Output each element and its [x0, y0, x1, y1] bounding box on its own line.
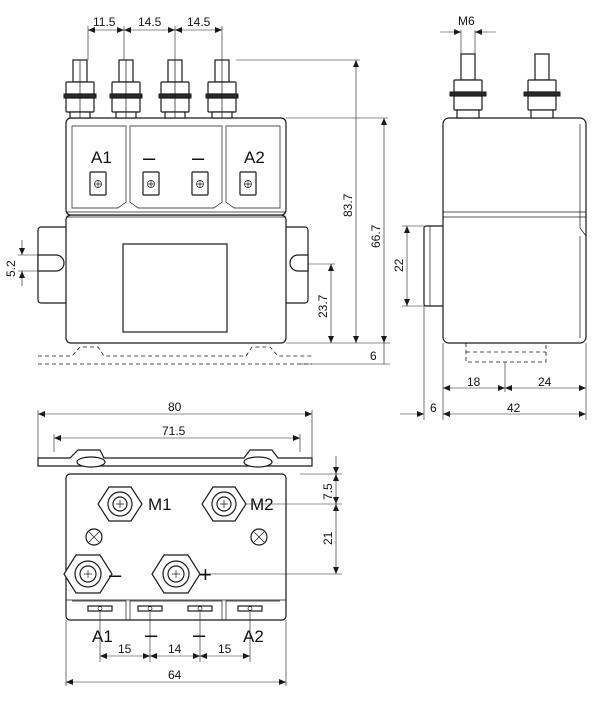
top-screw-right [250, 528, 268, 546]
top-label-m2: M2 [250, 495, 274, 514]
dim-pitch-2: 14.5 [138, 15, 162, 29]
front-view: A1 – – A2 11.5 14.5 14.5 83.7 66.7 23.7 … [4, 15, 390, 365]
top-width-dimensions: 80 71.5 [37, 400, 313, 458]
top-right-dimensions: 7.5 21 [200, 456, 342, 575]
top-label-neg2: – [193, 622, 206, 647]
top-label-a2: A2 [243, 627, 264, 646]
side-bracket-dimension: 22 [392, 225, 424, 307]
front-pitch-dimensions: 11.5 14.5 14.5 [87, 15, 223, 60]
side-stud-dimension: M6 [440, 14, 496, 54]
side-stud-1 [449, 53, 487, 119]
dim-slot-width: 5.2 [4, 260, 18, 277]
dim-pitch-1: 11.5 [93, 15, 116, 29]
top-terminal-plus [151, 554, 201, 594]
front-blade-terminal-4 [239, 171, 257, 196]
front-compartment-3 [225, 125, 281, 209]
top-label-a1: A1 [92, 627, 113, 646]
dim-left-part: 18 [467, 375, 481, 389]
top-label-minus: – [109, 562, 122, 587]
front-label-minus-2: – [192, 145, 205, 170]
front-compartment-1 [71, 125, 127, 209]
front-blade-terminal-3 [191, 171, 209, 196]
dim-hole-spacing: 71.5 [162, 424, 186, 438]
top-label-neg1: – [145, 622, 158, 647]
side-body [442, 117, 587, 344]
front-blade-terminal-1 [89, 171, 107, 196]
front-slot-dimension: 5.2 [4, 240, 44, 286]
dim-body-width: 64 [168, 668, 182, 682]
side-bottom-dimensions: 18 24 42 6 [400, 306, 587, 420]
top-bottom-dimensions: 15 14 15 64 [65, 612, 287, 686]
front-window [122, 243, 228, 333]
front-label-minus-1: – [143, 145, 156, 170]
dim-mount-height: 23.7 [316, 294, 330, 318]
top-label-plus: + [199, 562, 212, 587]
top-terminal-minus [63, 554, 113, 594]
dim-depth: 42 [507, 401, 521, 415]
side-foot-outline [465, 343, 547, 363]
side-view: M6 22 18 24 42 6 [392, 14, 587, 420]
dim-tab-pitch-1: 15 [118, 642, 132, 656]
dim-tab-pitch-3: 15 [218, 642, 232, 656]
dim-tab-pitch-2: 14 [168, 642, 182, 656]
top-terminal-m1 [97, 486, 143, 522]
dim-body-height: 66.7 [369, 224, 383, 248]
dim-row-spacing: 21 [321, 531, 335, 545]
top-view: M1 M2 – + A1 – – A2 80 71.5 7.5 21 [37, 400, 342, 686]
dim-top-offset: 7.5 [321, 483, 335, 500]
dim-pitch-3: 14.5 [187, 15, 211, 29]
top-blade-tabs [87, 605, 263, 612]
top-screw-left [85, 528, 103, 546]
front-compartment-2 [129, 125, 223, 209]
front-foot-outline [38, 346, 312, 365]
side-stud-2 [523, 53, 561, 119]
top-terminal-m2 [201, 486, 247, 522]
dim-right-part: 24 [538, 375, 552, 389]
dim-foot-height: 6 [370, 349, 377, 363]
dim-stud-size: M6 [458, 14, 475, 28]
top-label-m1: M1 [148, 495, 172, 514]
front-label-a2: A2 [244, 148, 265, 167]
front-label-a1: A1 [91, 148, 112, 167]
front-height-dimensions: 83.7 66.7 23.7 6 [236, 59, 390, 365]
dim-overall-height: 83.7 [341, 193, 355, 217]
dim-foot-offset: 6 [430, 401, 437, 415]
dim-overall-width: 80 [168, 400, 182, 414]
side-bracket [423, 225, 445, 307]
front-blade-terminal-2 [142, 171, 160, 196]
dim-bracket-height: 22 [392, 258, 406, 272]
